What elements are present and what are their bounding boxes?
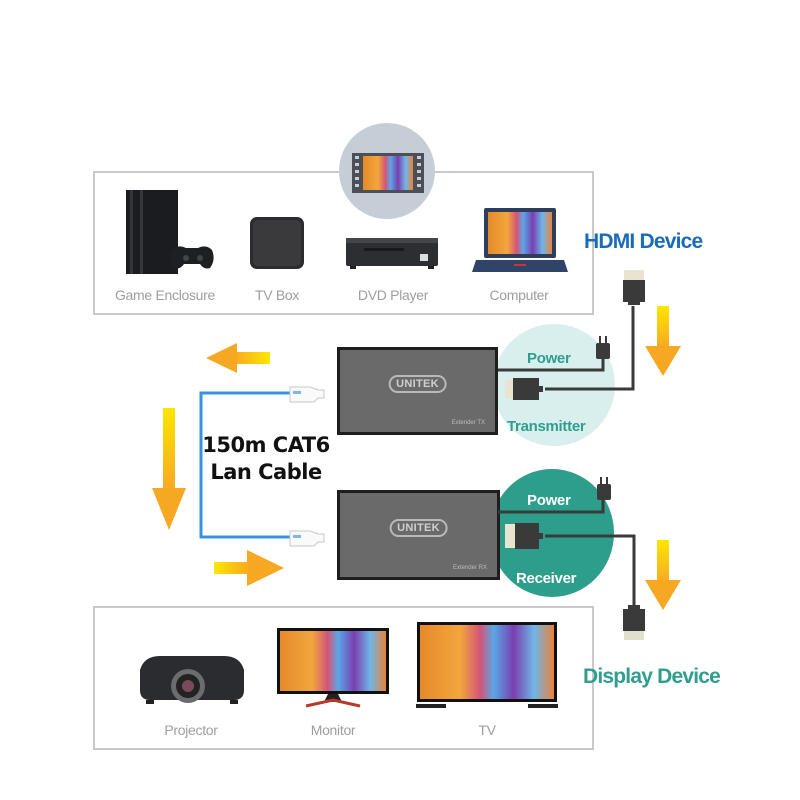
device-label: Projector [164, 722, 218, 738]
unitek-logo: UNITEK [389, 519, 448, 538]
monitor-icon [277, 628, 389, 708]
rj45-connector-icon [289, 530, 325, 547]
tv-box-icon [250, 217, 304, 269]
device-label: TV Box [254, 287, 300, 303]
cable-label-line2: Lan Cable [210, 460, 322, 484]
arrow-down-icon [152, 408, 186, 530]
receiver-power-label: Power [527, 492, 571, 509]
cable-label-line1: 150m CAT6 [202, 433, 330, 457]
model-label: Extender TX [451, 420, 485, 426]
arrow-right-icon [214, 550, 284, 586]
tv-icon [416, 622, 558, 708]
video-badge [339, 123, 435, 219]
transmitter-unit: UNITEK Extender TX [337, 347, 498, 435]
arrow-down-icon [645, 540, 681, 610]
model-label: Extender RX [452, 565, 487, 571]
video-film-icon [352, 153, 424, 193]
projector-icon [140, 656, 244, 704]
arrow-left-icon [206, 343, 270, 373]
rj45-connector-icon [289, 386, 325, 403]
cable-label: 150m CAT6 Lan Cable [198, 432, 334, 486]
device-label: TV [478, 722, 496, 738]
dvd-player-icon [346, 238, 438, 269]
device-label: DVD Player [357, 287, 429, 303]
laptop-icon [472, 208, 568, 272]
display-device-title: Display Device [583, 665, 721, 688]
hdmi-plug-icon [623, 270, 645, 305]
device-label: Monitor [310, 722, 356, 738]
hdmi-plug-icon [623, 605, 645, 640]
game-console-icon [126, 190, 214, 274]
unitek-logo: UNITEK [388, 375, 447, 394]
hdmi-device-title: HDMI Device [584, 230, 703, 253]
transmitter-power-label: Power [527, 350, 571, 367]
receiver-role-label: Receiver [516, 570, 577, 587]
arrow-down-icon [645, 306, 681, 376]
device-label: Computer [489, 287, 549, 303]
transmitter-role-label: Transmitter [507, 418, 586, 435]
device-label: Game Enclosure [114, 287, 216, 303]
receiver-unit: UNITEK Extender RX [337, 490, 500, 580]
